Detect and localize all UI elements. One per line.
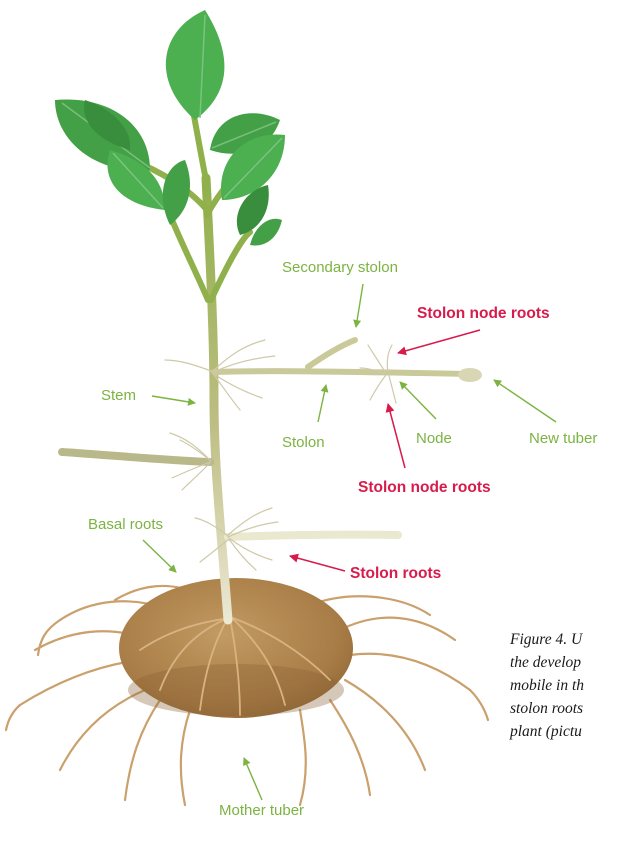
caption-line: plant (pictu <box>510 720 617 743</box>
label-stolon-node-roots-top: Stolon node roots <box>417 305 550 322</box>
secondary-stolon <box>308 340 355 367</box>
label-new-tuber: New tuber <box>529 430 597 447</box>
label-stolon-node-roots-bottom: Stolon node roots <box>358 479 491 496</box>
label-arrows-green <box>143 284 556 800</box>
caption-line: the develop <box>510 651 617 674</box>
label-stolon-roots: Stolon roots <box>350 565 441 582</box>
caption-line: Figure 4. U <box>510 628 617 651</box>
lower-stolon <box>228 535 398 537</box>
figure-caption: Figure 4. U the develop mobile in th sto… <box>510 628 617 743</box>
label-node: Node <box>416 430 452 447</box>
new-tuber <box>458 368 482 382</box>
caption-line: mobile in th <box>510 674 617 697</box>
label-stem: Stem <box>101 387 136 404</box>
label-stolon: Stolon <box>282 434 325 451</box>
label-mother-tuber: Mother tuber <box>219 802 304 819</box>
left-stolon <box>62 452 210 462</box>
label-basal-roots: Basal roots <box>88 516 163 533</box>
leaves <box>55 10 285 246</box>
stem <box>206 178 228 620</box>
label-secondary-stolon: Secondary stolon <box>282 259 398 276</box>
caption-line: stolon roots <box>510 697 617 720</box>
stolon <box>214 371 472 374</box>
